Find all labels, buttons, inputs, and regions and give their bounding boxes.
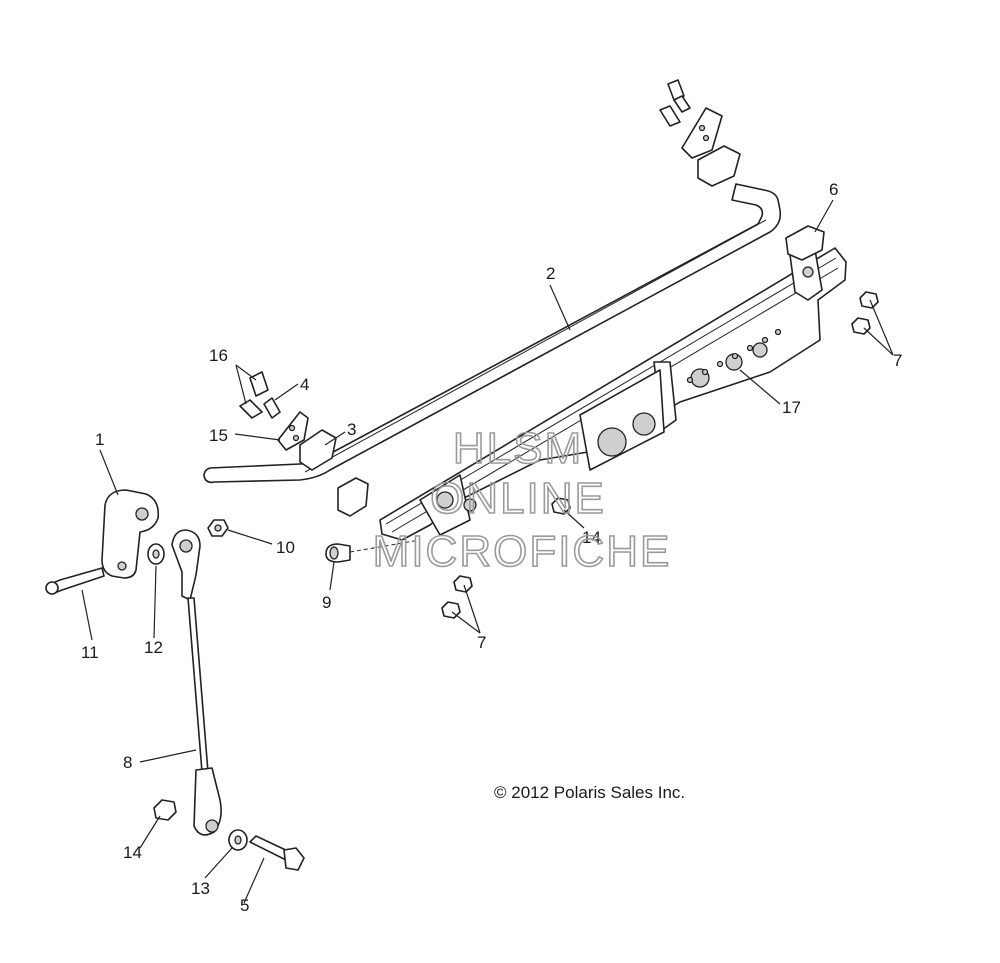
- callout-8: 8: [123, 753, 132, 772]
- callout-11: 11: [81, 643, 99, 662]
- callout-labels: 1 2 3 4 5 6 7 7 8 9 10 11 12 13 14 14 15…: [81, 180, 902, 915]
- callout-10: 10: [276, 538, 295, 557]
- callout-15: 15: [209, 426, 228, 445]
- washer-part: [147, 543, 165, 565]
- callout-16: 16: [209, 346, 228, 365]
- callout-3: 3: [347, 420, 356, 439]
- bracket-rail-part: [379, 247, 847, 541]
- bushing-right-part: [697, 145, 825, 261]
- watermark-line1: HLSM: [453, 424, 583, 473]
- clamp-plate-part: [277, 107, 723, 451]
- callout-13: 13: [191, 879, 210, 898]
- callout-2: 2: [546, 264, 555, 283]
- callout-12: 12: [144, 638, 163, 657]
- long-bolt-part: [45, 567, 105, 595]
- callout-1: 1: [95, 430, 104, 449]
- spacer-13-part: [228, 829, 248, 851]
- callout-6: 6: [829, 180, 838, 199]
- watermark-line3: MICROFICHE: [373, 527, 672, 576]
- watermark: HLSM ONLINE MICROFICHE: [372, 423, 672, 577]
- sleeve-9-part: [325, 539, 421, 563]
- sway-bar-part: [203, 183, 782, 484]
- small-bolts-part: [239, 79, 691, 419]
- bolt-5-part: [249, 835, 305, 871]
- callout-7a: 7: [893, 351, 902, 370]
- nuts-14-part: [153, 497, 571, 821]
- callout-4: 4: [300, 375, 309, 394]
- link-arm-part: [101, 489, 160, 579]
- bushing-left-part: [299, 429, 369, 517]
- watermark-line2: ONLINE: [430, 474, 606, 523]
- rail-slots: [686, 328, 782, 384]
- callout-7b: 7: [477, 633, 486, 652]
- callout-5: 5: [240, 896, 249, 915]
- link-rod-part: [171, 529, 222, 836]
- copyright-notice: © 2012 Polaris Sales Inc.: [494, 783, 685, 802]
- callout-9: 9: [322, 593, 331, 612]
- callout-17: 17: [782, 398, 801, 417]
- callout-14b: 14: [582, 528, 601, 547]
- nut-10-part: [207, 519, 229, 537]
- callout-14a: 14: [123, 843, 142, 862]
- leader-lines: [81, 199, 894, 904]
